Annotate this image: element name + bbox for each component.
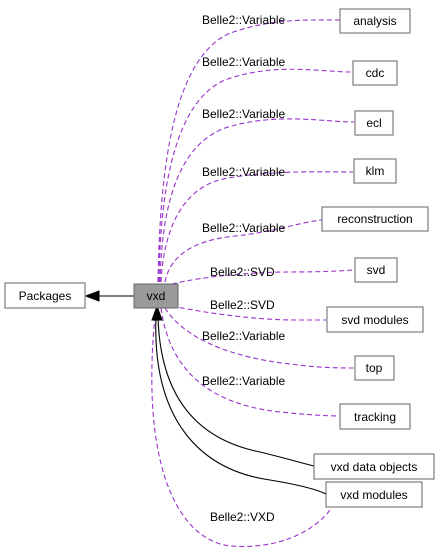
edge-label-svd-modules: Belle2::SVD [210, 298, 275, 312]
node-label-top: top [366, 361, 383, 375]
edge-vxd-vxd-modules-solid [155, 315, 327, 495]
edge-label-ecl: Belle2::Variable [202, 107, 285, 121]
node-label-klm: klm [366, 164, 385, 178]
node-svd[interactable]: svd [354, 257, 398, 283]
node-label-reconstruction: reconstruction [337, 212, 412, 226]
node-vxd-data-objects[interactable]: vxd data objects [313, 453, 435, 480]
node-vxd-modules[interactable]: vxd modules [325, 481, 423, 508]
edges: Belle2::Variable Belle2::Variable Belle2… [84, 13, 355, 548]
node-label-svd: svd [367, 263, 386, 277]
edge-label-klm: Belle2::Variable [202, 165, 285, 179]
node-label-tracking: tracking [354, 410, 396, 424]
arrowhead-packages [84, 290, 100, 302]
node-ecl[interactable]: ecl [354, 110, 394, 136]
edge-vxd-analysis [157, 19, 341, 283]
edge-vxd-top [164, 307, 355, 369]
node-packages[interactable]: Packages [4, 282, 86, 309]
edge-label-svd: Belle2::SVD [210, 265, 275, 279]
edge-label-top: Belle2::Variable [202, 329, 285, 343]
node-label-vxd: vxd [147, 289, 166, 303]
arrowhead-vxd [151, 304, 163, 321]
edge-label-vxd-modules: Belle2::VXD [210, 510, 275, 524]
edge-vxd-svd-modules [171, 305, 326, 321]
node-vxd[interactable]: vxd [133, 283, 179, 309]
node-label-vxd-data-objects: vxd data objects [331, 460, 418, 474]
node-cdc[interactable]: cdc [352, 60, 398, 86]
edge-label-analysis: Belle2::Variable [202, 13, 285, 27]
node-label-cdc: cdc [366, 66, 385, 80]
node-klm[interactable]: klm [353, 158, 397, 184]
node-label-svd-modules: svd modules [341, 313, 408, 327]
node-label-analysis: analysis [353, 14, 396, 28]
edge-vxd-ecl [159, 118, 355, 283]
edge-vxd-klm [160, 171, 354, 283]
node-tracking[interactable]: tracking [339, 403, 411, 430]
node-label-ecl: ecl [366, 116, 381, 130]
node-label-packages: Packages [19, 289, 72, 303]
node-reconstruction[interactable]: reconstruction [321, 206, 429, 232]
edge-label-tracking: Belle2::Variable [202, 374, 285, 388]
edge-vxd-vxd-data-objects [157, 315, 315, 467]
node-label-vxd-modules: vxd modules [340, 488, 407, 502]
edge-vxd-vxd-modules-dashed [151, 315, 331, 548]
node-analysis[interactable]: analysis [339, 8, 411, 34]
edge-vxd-tracking [160, 307, 341, 417]
edge-vxd-reconstruction [164, 219, 323, 283]
edge-label-reconstruction: Belle2::Variable [202, 221, 285, 235]
node-top[interactable]: top [354, 355, 395, 381]
node-svd-modules[interactable]: svd modules [326, 306, 424, 333]
edge-vxd-cdc [158, 68, 353, 283]
edge-label-cdc: Belle2::Variable [202, 55, 285, 69]
nodes: Packages vxd analysis cdc ecl klm recons… [4, 8, 435, 508]
